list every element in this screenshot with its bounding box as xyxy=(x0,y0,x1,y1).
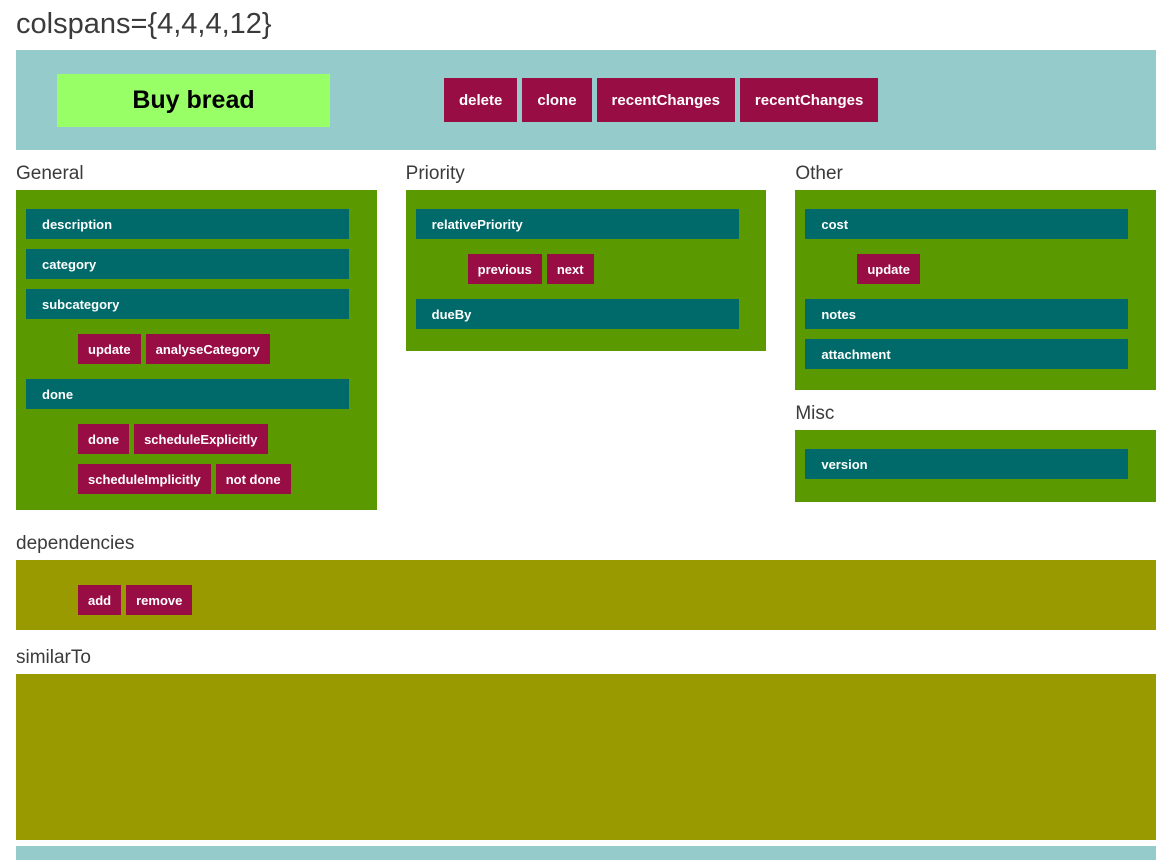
schedule-implicitly-button[interactable]: scheduleImplicitly xyxy=(78,464,211,494)
priority-button-row: previous next xyxy=(467,254,594,284)
page-title: colspans={4,4,4,12} xyxy=(16,8,272,40)
subcategory-field-bar: subcategory xyxy=(26,289,349,319)
remove-button[interactable]: remove xyxy=(126,585,193,615)
version-field-bar: version xyxy=(805,449,1129,479)
add-button[interactable]: add xyxy=(78,585,122,615)
due-by-field-bar: dueBy xyxy=(415,299,739,329)
general-panel: description category subcategory update … xyxy=(16,190,377,510)
previous-button[interactable]: previous xyxy=(467,254,542,284)
recent-changes-button[interactable]: recentChanges xyxy=(596,78,735,122)
column-general: General description category subcategory… xyxy=(16,150,377,510)
done-button-row: done scheduleExplicitly xyxy=(78,424,268,454)
cost-field-bar: cost xyxy=(805,209,1129,239)
page: colspans={4,4,4,12} Buy bread delete clo… xyxy=(0,8,1172,860)
dependencies-heading: dependencies xyxy=(16,533,135,554)
item-title-box: Buy bread xyxy=(57,73,330,127)
other-heading: Other xyxy=(795,163,843,184)
priority-heading: Priority xyxy=(405,163,465,184)
misc-heading: Misc xyxy=(795,403,835,424)
schedule-button-row: scheduleImplicitly not done xyxy=(78,464,291,494)
header-button-group: delete clone recentChanges recentChanges xyxy=(444,78,879,122)
cost-button-row: update xyxy=(857,254,920,284)
form-columns: General description category subcategory… xyxy=(16,150,1157,510)
column-priority: Priority relativePriority previous next … xyxy=(405,150,767,351)
relative-priority-field-bar: relativePriority xyxy=(415,209,739,239)
dependencies-button-row: add remove xyxy=(78,585,193,615)
not-done-button[interactable]: not done xyxy=(215,464,291,494)
update-cost-button[interactable]: update xyxy=(857,254,920,284)
analyse-category-button[interactable]: analyseCategory xyxy=(145,334,270,364)
general-heading: General xyxy=(16,163,84,184)
next-button[interactable]: next xyxy=(546,254,594,284)
category-field-bar: category xyxy=(26,249,349,279)
item-header-bar: Buy bread delete clone recentChanges rec… xyxy=(16,50,1156,150)
attachment-field-bar: attachment xyxy=(805,339,1129,369)
update-category-button[interactable]: update xyxy=(78,334,141,364)
done-button[interactable]: done xyxy=(78,424,130,454)
misc-panel: version xyxy=(795,430,1157,502)
partial-next-header-bar xyxy=(16,846,1156,860)
category-button-row: update analyseCategory xyxy=(78,334,270,364)
done-field-bar: done xyxy=(26,379,349,409)
similar-to-panel xyxy=(16,674,1156,840)
similar-to-heading: similarTo xyxy=(16,647,91,668)
dependencies-panel: add remove xyxy=(16,560,1156,630)
notes-field-bar: notes xyxy=(805,299,1129,329)
other-panel: cost update notes attachment xyxy=(795,190,1157,390)
recent-changes-button-2[interactable]: recentChanges xyxy=(739,78,879,122)
delete-button[interactable]: delete xyxy=(444,78,518,122)
priority-panel: relativePriority previous next dueBy xyxy=(405,190,767,351)
schedule-explicitly-button[interactable]: scheduleExplicitly xyxy=(134,424,268,454)
column-other: Other cost update notes attachment Misc … xyxy=(795,150,1157,502)
description-field-bar: description xyxy=(26,209,349,239)
clone-button[interactable]: clone xyxy=(522,78,592,122)
